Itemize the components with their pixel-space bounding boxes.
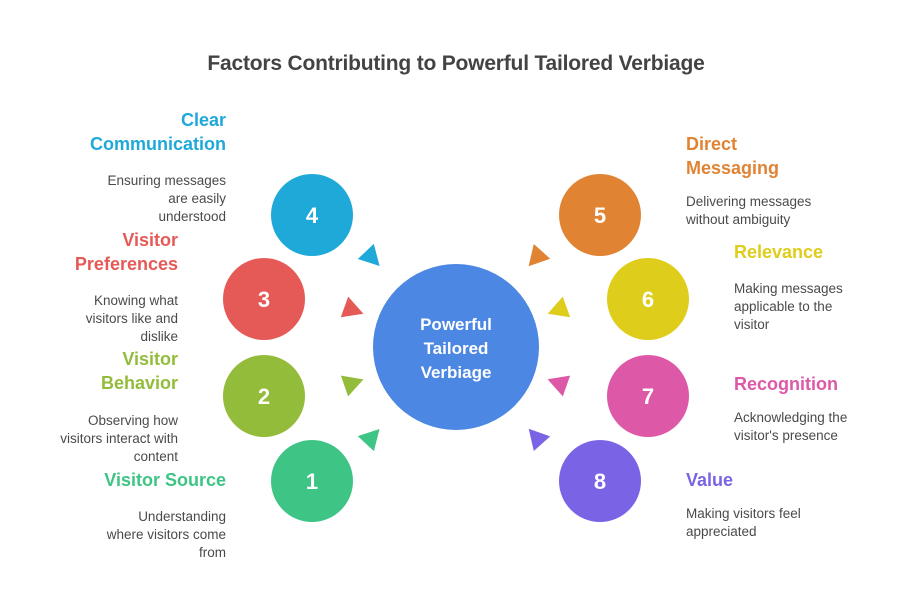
center-node: Powerful Tailored Verbiage	[373, 264, 539, 430]
factor-description-6: Making messages applicable to the visitor	[734, 280, 843, 334]
arrow-icon-6	[547, 296, 571, 318]
factor-description-line: Understanding	[138, 509, 226, 524]
factor-title-line: Behavior	[100, 373, 178, 393]
arrow-icon-8	[528, 428, 551, 451]
factor-description-line: content	[133, 449, 178, 464]
factor-title-line: Relevance	[734, 242, 824, 262]
factor-description-line: from	[199, 545, 226, 560]
diagram-title: Factors Contributing to Powerful Tailore…	[207, 52, 705, 75]
factor-title-line: Visitor	[122, 349, 178, 369]
factor-title-line: Visitor	[122, 230, 178, 250]
center-label-line-2: Tailored	[424, 339, 489, 358]
factor-description-line: Delivering messages	[686, 194, 812, 209]
factor-number-6: 6	[642, 287, 654, 312]
factor-description-2: Observing how visitors interact with conte…	[60, 412, 178, 466]
factor-description-line: without ambiguity	[686, 212, 791, 227]
factor-node-2: 2	[223, 355, 305, 437]
factor-description-line: applicable to the	[734, 299, 833, 314]
factor-description-line: visitor	[734, 317, 770, 332]
center-label-line-1: Powerful	[420, 315, 492, 334]
factor-title-line: Visitor Source	[104, 470, 226, 490]
factor-number-3: 3	[258, 287, 270, 312]
factor-description-4: Ensuring messages are easily understood	[107, 172, 226, 226]
arrow-icon-7	[547, 375, 571, 397]
factor-description-3: Knowing what visitors like and dislike	[86, 292, 178, 346]
factor-number-7: 7	[642, 384, 654, 409]
factor-number-1: 1	[306, 469, 318, 494]
factor-description-line: are easily	[168, 191, 226, 206]
arrow-icon-2	[340, 375, 364, 397]
factor-description-1: Understanding where visitors come from	[107, 508, 226, 562]
factor-circle-3	[223, 258, 305, 340]
factor-description-8: Making visitors feel appreciated	[686, 505, 801, 541]
arrow-icon-5	[528, 244, 551, 267]
factor-circle-4	[271, 174, 353, 256]
factor-description-line: Making messages	[734, 281, 843, 296]
arrow-icon-1	[357, 429, 380, 452]
factor-title-line: Direct	[686, 134, 738, 154]
factor-description-line: visitors like and	[85, 311, 178, 326]
center-circle	[373, 264, 539, 430]
factor-title-line: Value	[686, 470, 734, 490]
factor-title-7: Recognition	[734, 372, 838, 396]
factor-node-1: 1	[271, 440, 353, 522]
factor-number-2: 2	[258, 384, 270, 409]
factor-title-line: Preferences	[74, 254, 178, 274]
factor-title-1: Visitor Source	[104, 468, 226, 492]
factor-node-7: 7	[607, 355, 689, 437]
arrow-icon-3	[340, 296, 364, 318]
factor-description-line: visitors interact with	[60, 431, 178, 446]
factor-title-line: Messaging	[686, 158, 780, 178]
factor-description-line: dislike	[140, 329, 178, 344]
factor-circle-1	[271, 440, 353, 522]
center-label-line-3: Verbiage	[421, 363, 492, 382]
factor-description-line: Observing how	[87, 413, 178, 428]
factor-description-line: Knowing what	[93, 293, 178, 308]
factor-title-line: Recognition	[734, 374, 838, 394]
factor-description-line: understood	[158, 209, 226, 224]
factor-title-line: Clear	[180, 110, 226, 130]
factor-title-6: Relevance	[734, 240, 823, 264]
factor-description-line: visitor's presence	[734, 428, 838, 443]
factor-number-4: 4	[306, 203, 319, 228]
factor-number-8: 8	[594, 469, 606, 494]
factor-description-line: appreciated	[686, 524, 757, 539]
factor-description-line: where visitors come	[106, 527, 226, 542]
factor-description-5: Delivering messages without ambiguity	[686, 193, 811, 229]
factor-circle-8	[559, 440, 641, 522]
factor-description-line: Making visitors feel	[686, 506, 801, 521]
factor-circle-6	[607, 258, 689, 340]
factor-node-3: 3	[223, 258, 305, 340]
factor-description-line: Ensuring messages	[107, 173, 226, 188]
circles-group: 1 2 3 4 5 6 7 8	[223, 174, 689, 522]
factor-title-8: Value	[686, 468, 733, 492]
factor-circle-7	[607, 355, 689, 437]
factor-description-line: Acknowledging the	[734, 410, 848, 425]
factor-node-8: 8	[559, 440, 641, 522]
factor-node-4: 4	[271, 174, 353, 256]
factor-title-line: Communication	[89, 134, 226, 154]
factor-node-6: 6	[607, 258, 689, 340]
factor-node-5: 5	[559, 174, 641, 256]
factor-circle-5	[559, 174, 641, 256]
factor-description-7: Acknowledging the visitor's presence	[734, 409, 847, 445]
factor-number-5: 5	[594, 203, 606, 228]
arrows-group	[340, 243, 571, 452]
arrow-icon-4	[357, 243, 380, 266]
factor-circle-2	[223, 355, 305, 437]
